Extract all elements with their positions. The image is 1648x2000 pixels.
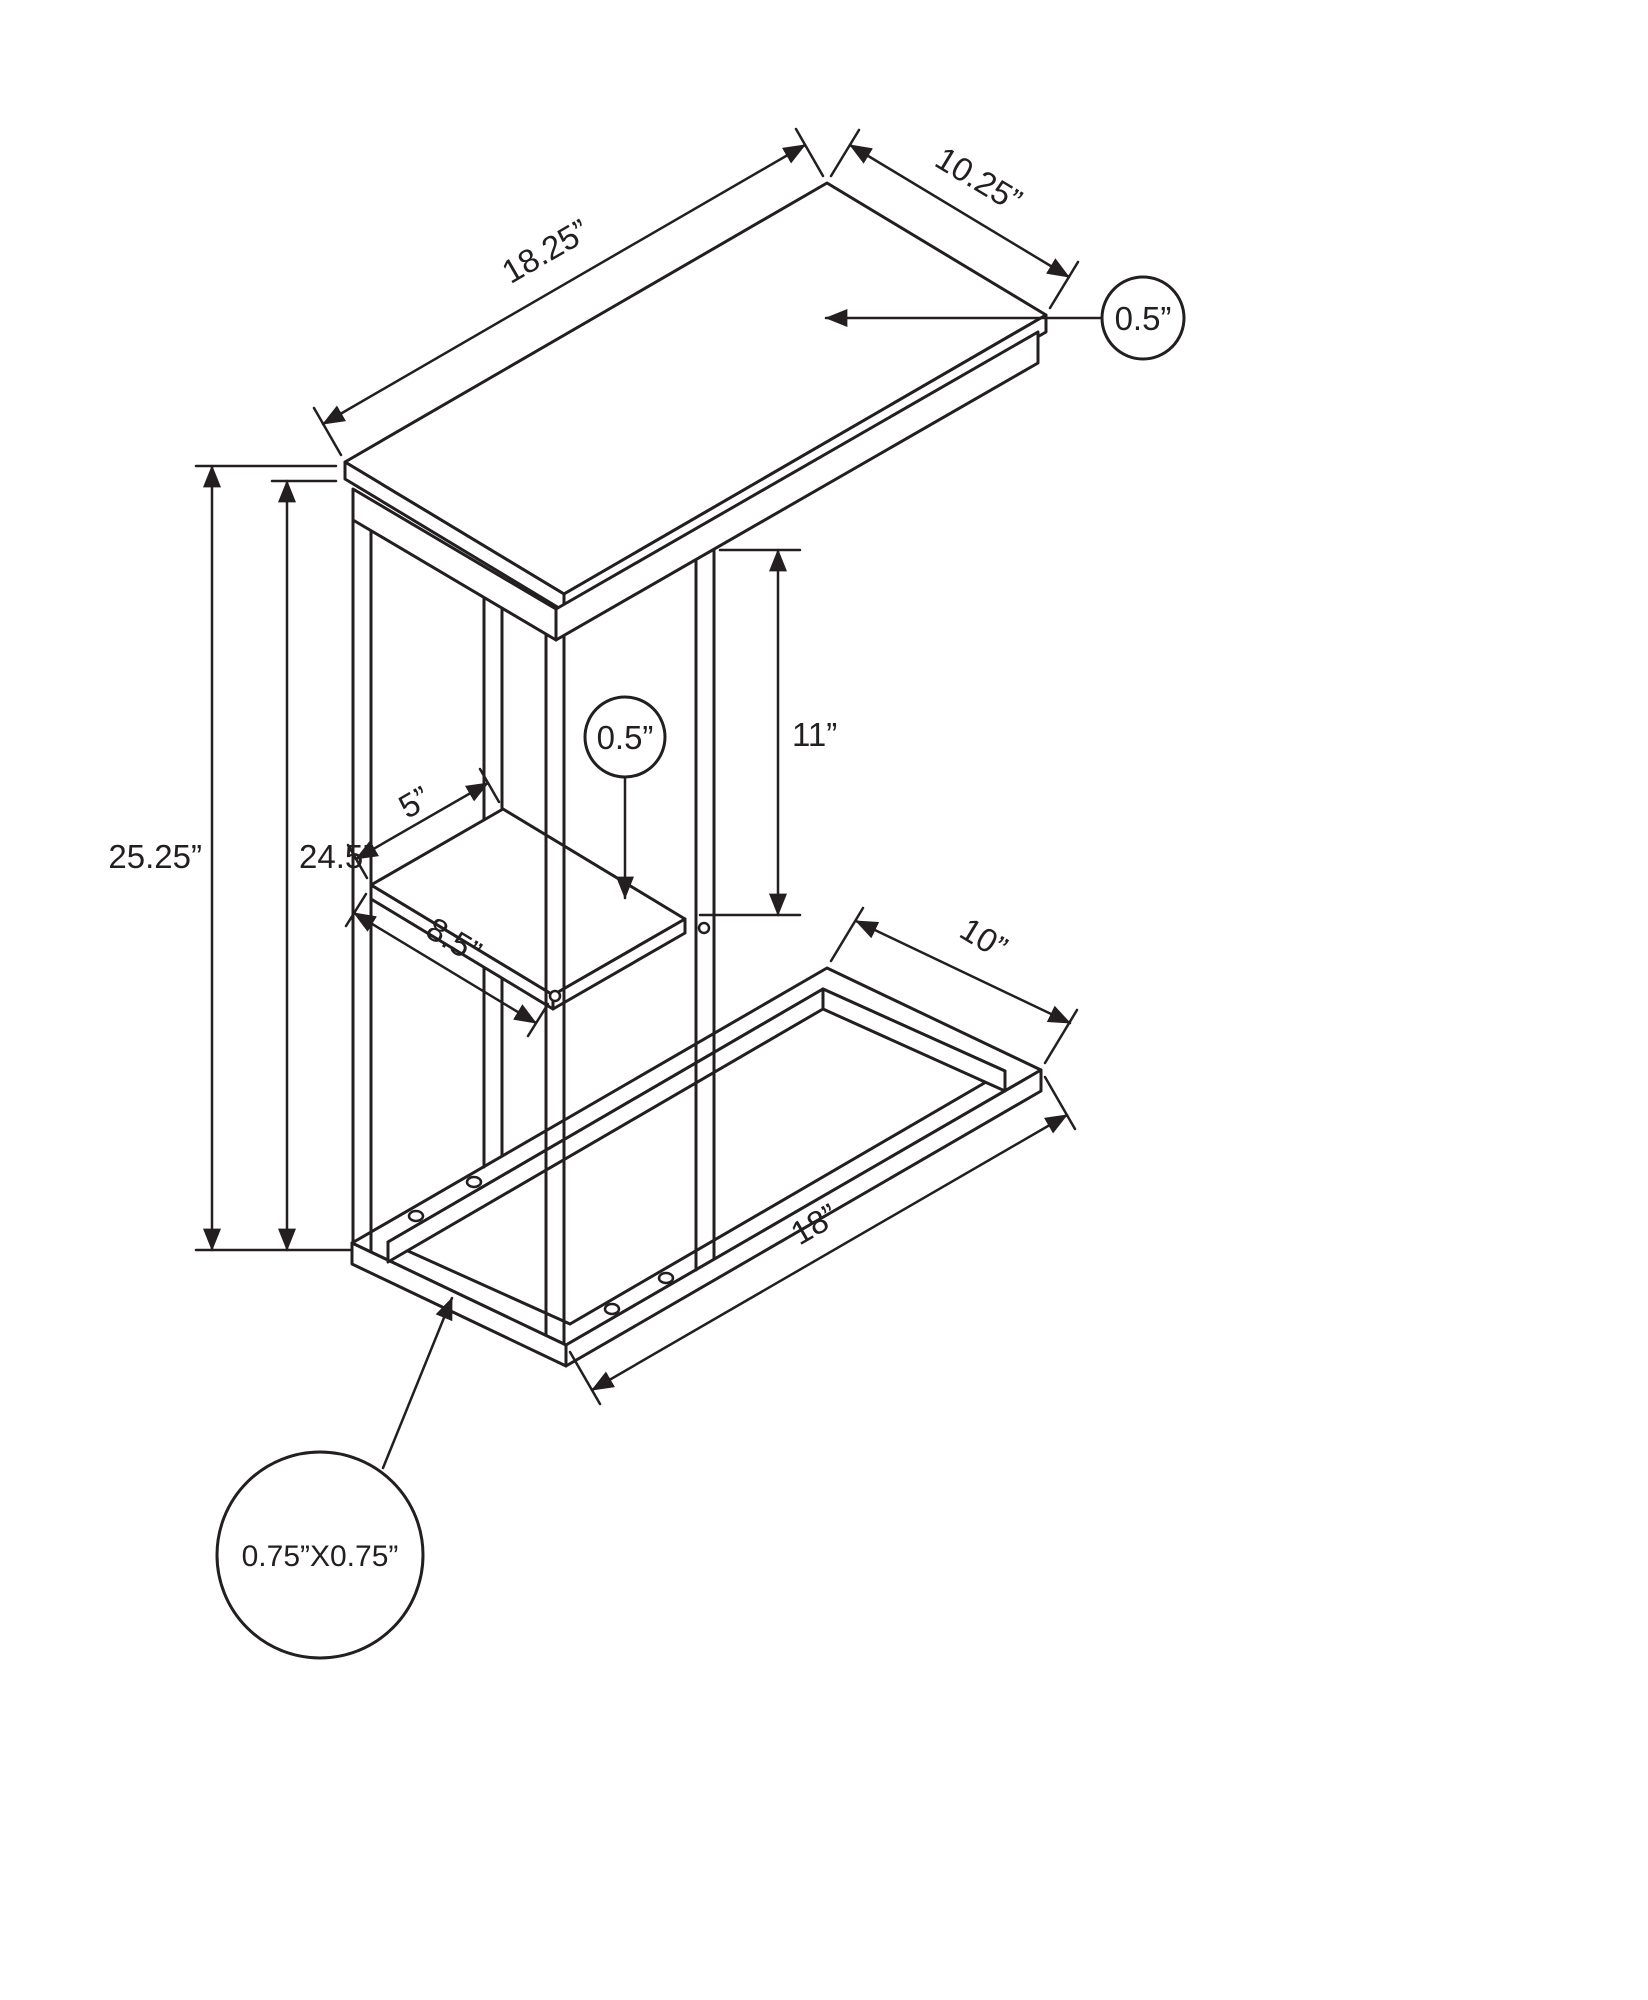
callout-tube-profile: 0.75”X0.75” [215, 1296, 454, 1660]
screw-hole [657, 1271, 675, 1285]
callout-circle [1100, 275, 1186, 361]
dim-overall-height: 25.25” [108, 464, 352, 1252]
dim-opening-height: 11” [698, 548, 837, 917]
screw-hole [465, 1175, 483, 1189]
middle-shelf [369, 807, 687, 1011]
dim-base-width-label: 10” [954, 910, 1014, 966]
post-hole [697, 921, 711, 935]
screw-hole [407, 1209, 425, 1223]
outer-left-post [351, 518, 373, 1254]
callout-circle [583, 695, 667, 779]
dim-shelf-length-label: 5” [392, 779, 436, 826]
post-hole [548, 989, 562, 1003]
callout-circle [215, 1450, 425, 1660]
dim-top-thickness-label: 0.5” [1115, 300, 1172, 337]
shelf-top-face [369, 807, 687, 997]
screw-hole [603, 1302, 621, 1316]
callout-top-thickness: 0.5” [824, 275, 1186, 361]
apron-right-face [554, 330, 1040, 642]
dim-shelf-thickness-label: 0.5” [597, 719, 654, 756]
dim-overall-height-label: 25.25” [108, 838, 202, 875]
dim-tube-profile-label: 0.75”X0.75” [242, 1540, 399, 1573]
outer-front-post [544, 632, 566, 1346]
dim-top-length-label: 18.25” [495, 212, 595, 291]
dim-opening-height-label: 11” [792, 716, 837, 753]
shelf-right-edge-face [551, 917, 687, 1011]
dim-top-width-label: 10.25” [929, 139, 1028, 219]
callout-shelf-thickness: 0.5” [583, 695, 667, 900]
